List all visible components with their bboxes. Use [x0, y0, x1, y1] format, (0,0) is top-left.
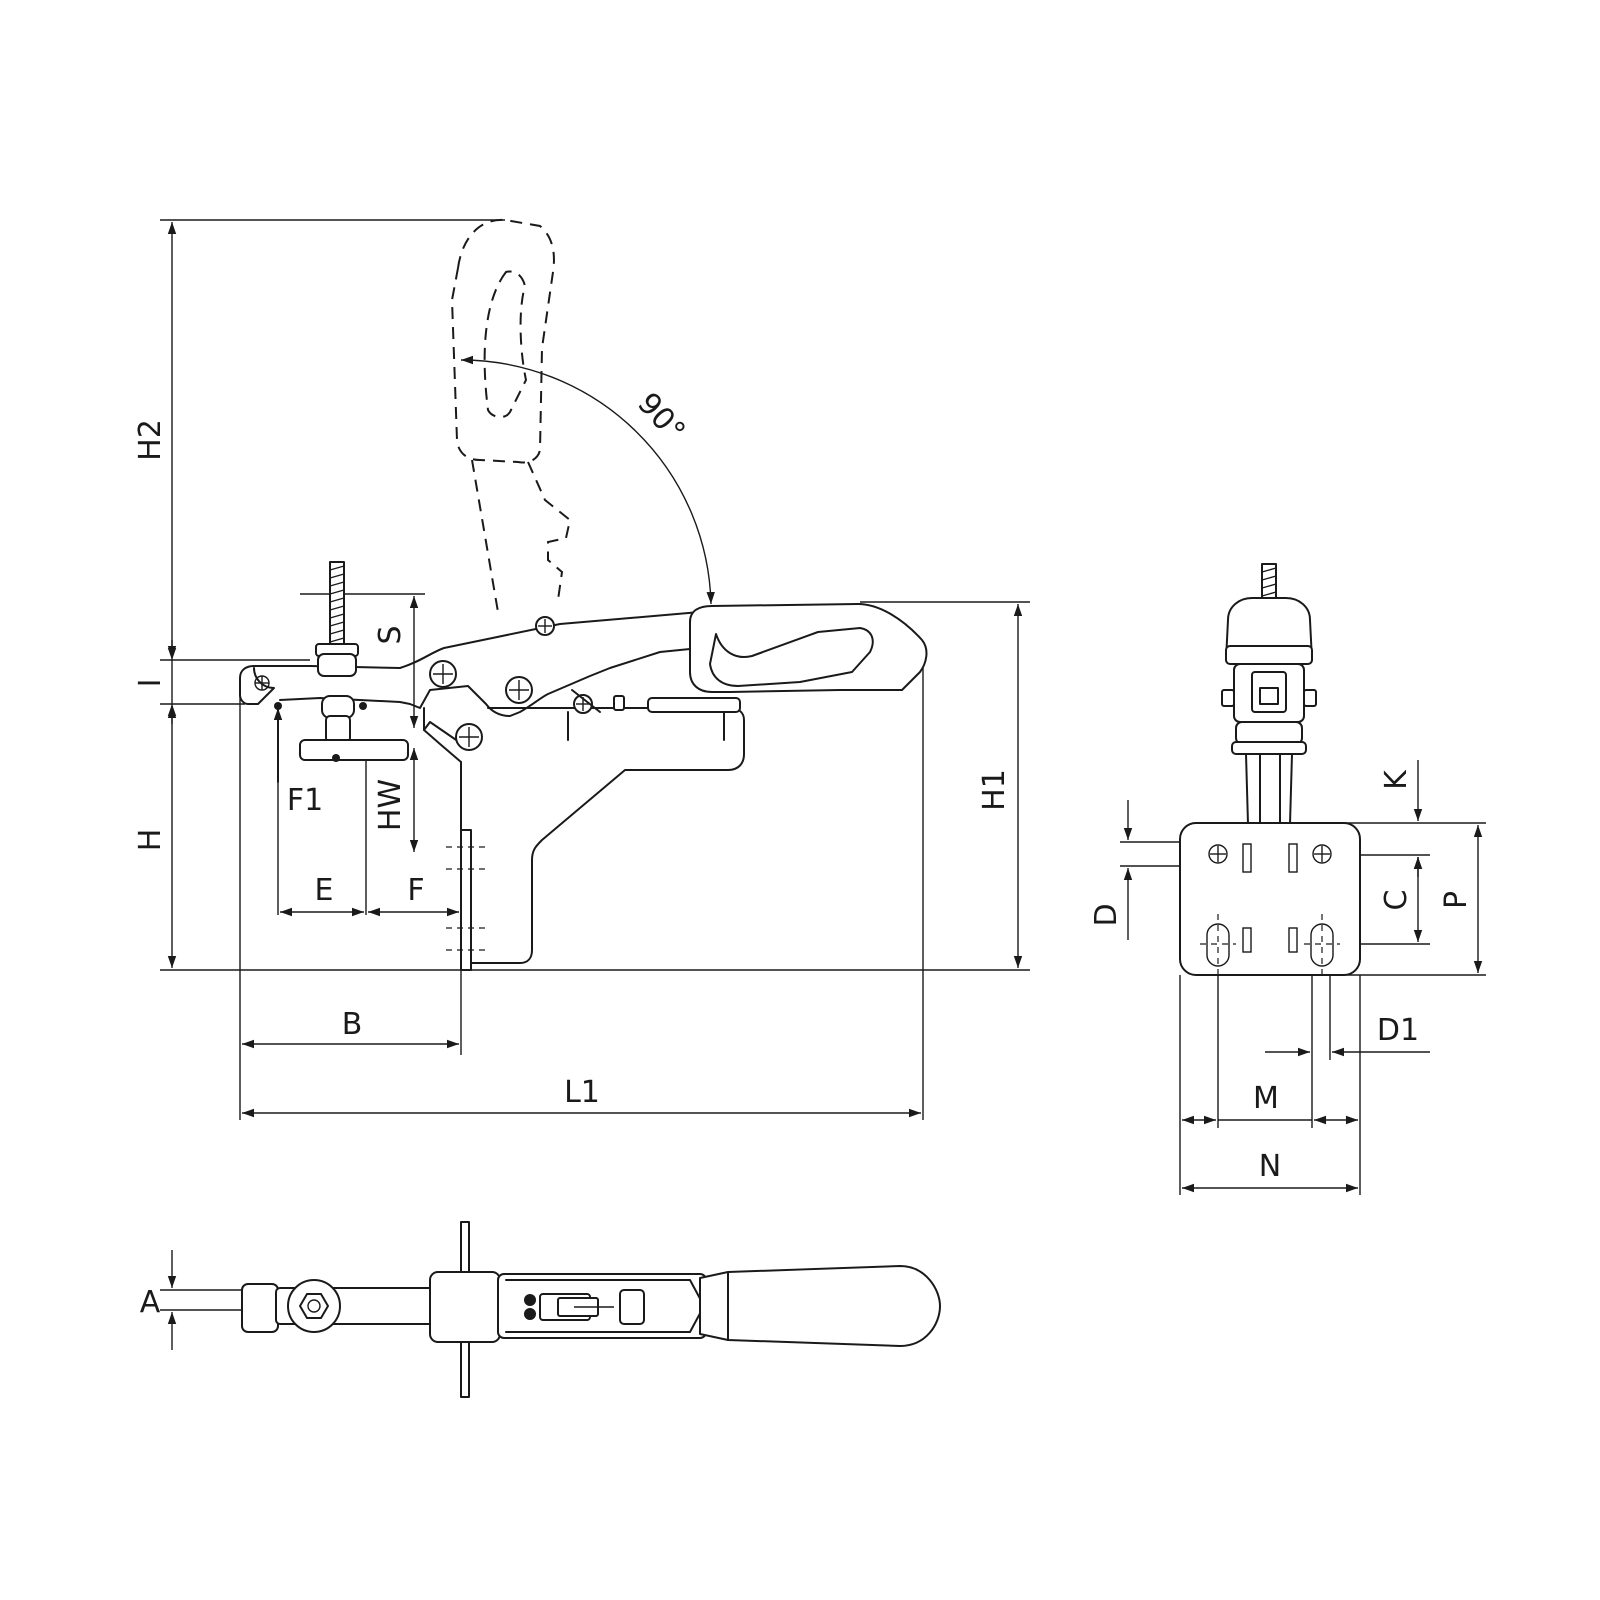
label-c: C: [1379, 890, 1414, 911]
label-k: K: [1379, 769, 1414, 790]
dimension-k: K: [1379, 760, 1423, 877]
dimension-hw: HW: [373, 748, 419, 852]
end-view: K C P D D1 M N: [1089, 563, 1486, 1195]
label-f1: F1: [287, 783, 323, 818]
label-m: M: [1253, 1081, 1279, 1116]
label-l1: L1: [564, 1075, 600, 1110]
dimension-i: I: [133, 640, 177, 724]
pivot-pins: [429, 616, 593, 751]
handle-closed-position: [689, 603, 928, 693]
label-d1: D1: [1377, 1013, 1419, 1048]
dimension-h2: H2: [133, 222, 177, 658]
side-view-extension-lines: [160, 219, 1030, 1120]
dimension-p: P: [1439, 825, 1483, 973]
label-d: D: [1089, 903, 1124, 926]
label-h2: H2: [133, 419, 168, 461]
end-view-extension-lines: [1120, 822, 1486, 1195]
label-angle: 90°: [630, 386, 692, 449]
top-view: A: [140, 1221, 941, 1398]
dimension-f: F: [368, 873, 459, 917]
clamp-spindle: [274, 561, 409, 762]
clamping-arm: [239, 611, 701, 717]
label-hw: HW: [373, 779, 408, 831]
dimension-m: M: [1182, 1081, 1358, 1125]
dimension-angle: 90°: [460, 355, 715, 605]
label-i: I: [133, 679, 168, 688]
top-view-arm: [241, 1279, 473, 1333]
dimension-s: S: [373, 596, 419, 728]
top-view-base-flange: [429, 1221, 501, 1398]
dimension-b: B: [242, 1007, 459, 1049]
label-h1: H1: [977, 769, 1012, 811]
top-view-body: [497, 1273, 707, 1339]
mounting-plate-edge: [446, 829, 490, 971]
label-h: H: [133, 829, 168, 852]
spindle-thread: [329, 565, 345, 643]
dimension-e: E: [280, 873, 364, 917]
dimension-c: C: [1379, 857, 1423, 942]
dimension-a: A: [140, 1250, 250, 1350]
dimension-l1: L1: [242, 1075, 921, 1118]
label-p: P: [1439, 891, 1474, 909]
clamp-base: [423, 707, 745, 964]
dimension-d: D: [1089, 800, 1133, 940]
label-s: S: [373, 625, 408, 644]
label-a: A: [140, 1285, 161, 1320]
dimension-h1: H1: [977, 604, 1023, 968]
top-view-handle: [699, 1265, 941, 1347]
dimension-h: H: [133, 706, 177, 968]
side-view: H2 I H S HW F1 E F: [133, 218, 1030, 1120]
end-view-arm: [1221, 597, 1317, 825]
label-f: F: [407, 873, 424, 908]
dimension-n: N: [1182, 1149, 1358, 1193]
safety-lock: [567, 689, 741, 741]
label-b: B: [342, 1007, 363, 1042]
force-f1-arrow: F1: [273, 707, 323, 818]
end-view-base-plate: [1179, 822, 1361, 976]
dimension-d1: D1: [1265, 1013, 1430, 1057]
handle-open-position: [450, 218, 572, 613]
label-e: E: [315, 873, 334, 908]
label-n: N: [1259, 1149, 1281, 1184]
